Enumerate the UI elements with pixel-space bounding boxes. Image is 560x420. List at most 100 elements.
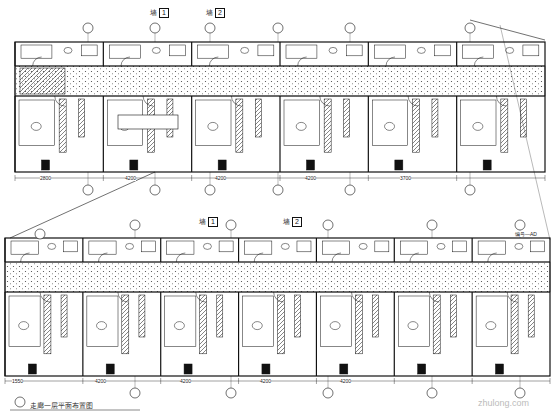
plan-line [520, 376, 521, 388]
grid-bubble [150, 23, 160, 33]
plan-line [375, 241, 389, 252]
plan-line [470, 172, 471, 185]
tag-box: 墙2 [283, 217, 302, 227]
plan-line [316, 292, 317, 376]
plan-line [328, 376, 329, 388]
plan-line [176, 253, 185, 262]
plan-line [298, 57, 307, 66]
plan-line [432, 230, 433, 238]
plan-line [507, 292, 517, 302]
plan-line [191, 42, 192, 66]
plan-line [281, 243, 289, 249]
plan-line [386, 57, 395, 66]
grid-bubble [273, 23, 283, 33]
grid-bubble [323, 220, 333, 230]
plan-line [320, 96, 330, 106]
plan-line [278, 295, 285, 354]
plan-line [241, 47, 249, 53]
plan-line [395, 160, 403, 170]
plan-line [410, 253, 419, 262]
grid-bubble [345, 23, 355, 33]
plan-line [324, 99, 331, 152]
plan-line [545, 175, 546, 181]
plan-line [408, 96, 418, 106]
plan-line [79, 99, 85, 137]
plan-line [155, 33, 156, 42]
grid-bubble [226, 388, 236, 398]
dimension-text: 4200 [260, 378, 271, 384]
grid-bubble [465, 23, 475, 33]
plan-line [346, 45, 362, 56]
plan-line [143, 96, 153, 106]
plan-line [413, 99, 420, 152]
plan-line [121, 57, 130, 66]
plan-line [473, 122, 483, 130]
grid-bubble [515, 388, 525, 398]
plan-line [103, 175, 104, 181]
plan-line [81, 45, 97, 56]
plan-line [472, 378, 473, 384]
plan-line [236, 99, 243, 152]
grid-bubble [130, 220, 140, 230]
plan-line [295, 295, 301, 337]
plan-line [130, 160, 138, 170]
plan-line [252, 322, 262, 330]
tag-text: 墙 [206, 8, 213, 18]
dimension-text: 4200 [215, 175, 226, 181]
dimension-text: 3700 [400, 175, 411, 181]
plan-line [231, 96, 241, 106]
tag-text: 2 [215, 8, 225, 18]
plan-line [10, 172, 155, 238]
grid-bubble [205, 185, 215, 195]
plan-line [550, 378, 551, 384]
tag-box: 墙1 [199, 217, 218, 227]
plan-line [5, 292, 550, 293]
plan-line [456, 175, 457, 181]
plan-line [344, 99, 350, 137]
plan-line [374, 45, 405, 58]
plan-line [432, 376, 433, 388]
plan-line [523, 45, 539, 56]
plan-line [88, 172, 89, 185]
tag-text: 2 [292, 217, 302, 227]
tag-text: 墙 [199, 217, 206, 227]
plan-line [14, 96, 15, 172]
plan-line [170, 45, 186, 56]
plan-line [472, 292, 473, 376]
plan-line [118, 292, 128, 302]
plan-line [48, 243, 56, 249]
plan-line [368, 42, 369, 66]
plan-line [217, 295, 223, 337]
dimension-text: 2800 [40, 175, 51, 181]
plan-line [55, 96, 65, 106]
plan-line [210, 172, 211, 185]
plan-line [103, 96, 104, 172]
plan-line [88, 33, 89, 42]
plan-line [33, 57, 42, 66]
plan-line [297, 241, 311, 252]
plan-line [286, 45, 317, 58]
plan-line [329, 47, 337, 53]
plan-line [243, 296, 274, 346]
plan-line [98, 253, 107, 262]
plan-line [456, 96, 457, 172]
plan-line [476, 296, 507, 346]
plan-line [97, 322, 107, 330]
plan-line [461, 100, 496, 146]
plan-line [483, 160, 491, 170]
plan-line [500, 25, 550, 240]
plan-line [15, 42, 545, 172]
plan-line [258, 45, 274, 56]
plan-line [64, 47, 72, 53]
plan-line [160, 238, 161, 262]
dimension-text: 4200 [125, 175, 136, 181]
plan-line [165, 296, 196, 346]
grid-bubble [465, 185, 475, 195]
plan-line [238, 378, 239, 384]
plan-line [4, 238, 5, 262]
dimension-text: 4200 [340, 378, 351, 384]
tag-text: 1 [208, 217, 218, 227]
plan-line [435, 45, 451, 56]
plan-line [437, 243, 445, 249]
plan-line [231, 230, 232, 238]
